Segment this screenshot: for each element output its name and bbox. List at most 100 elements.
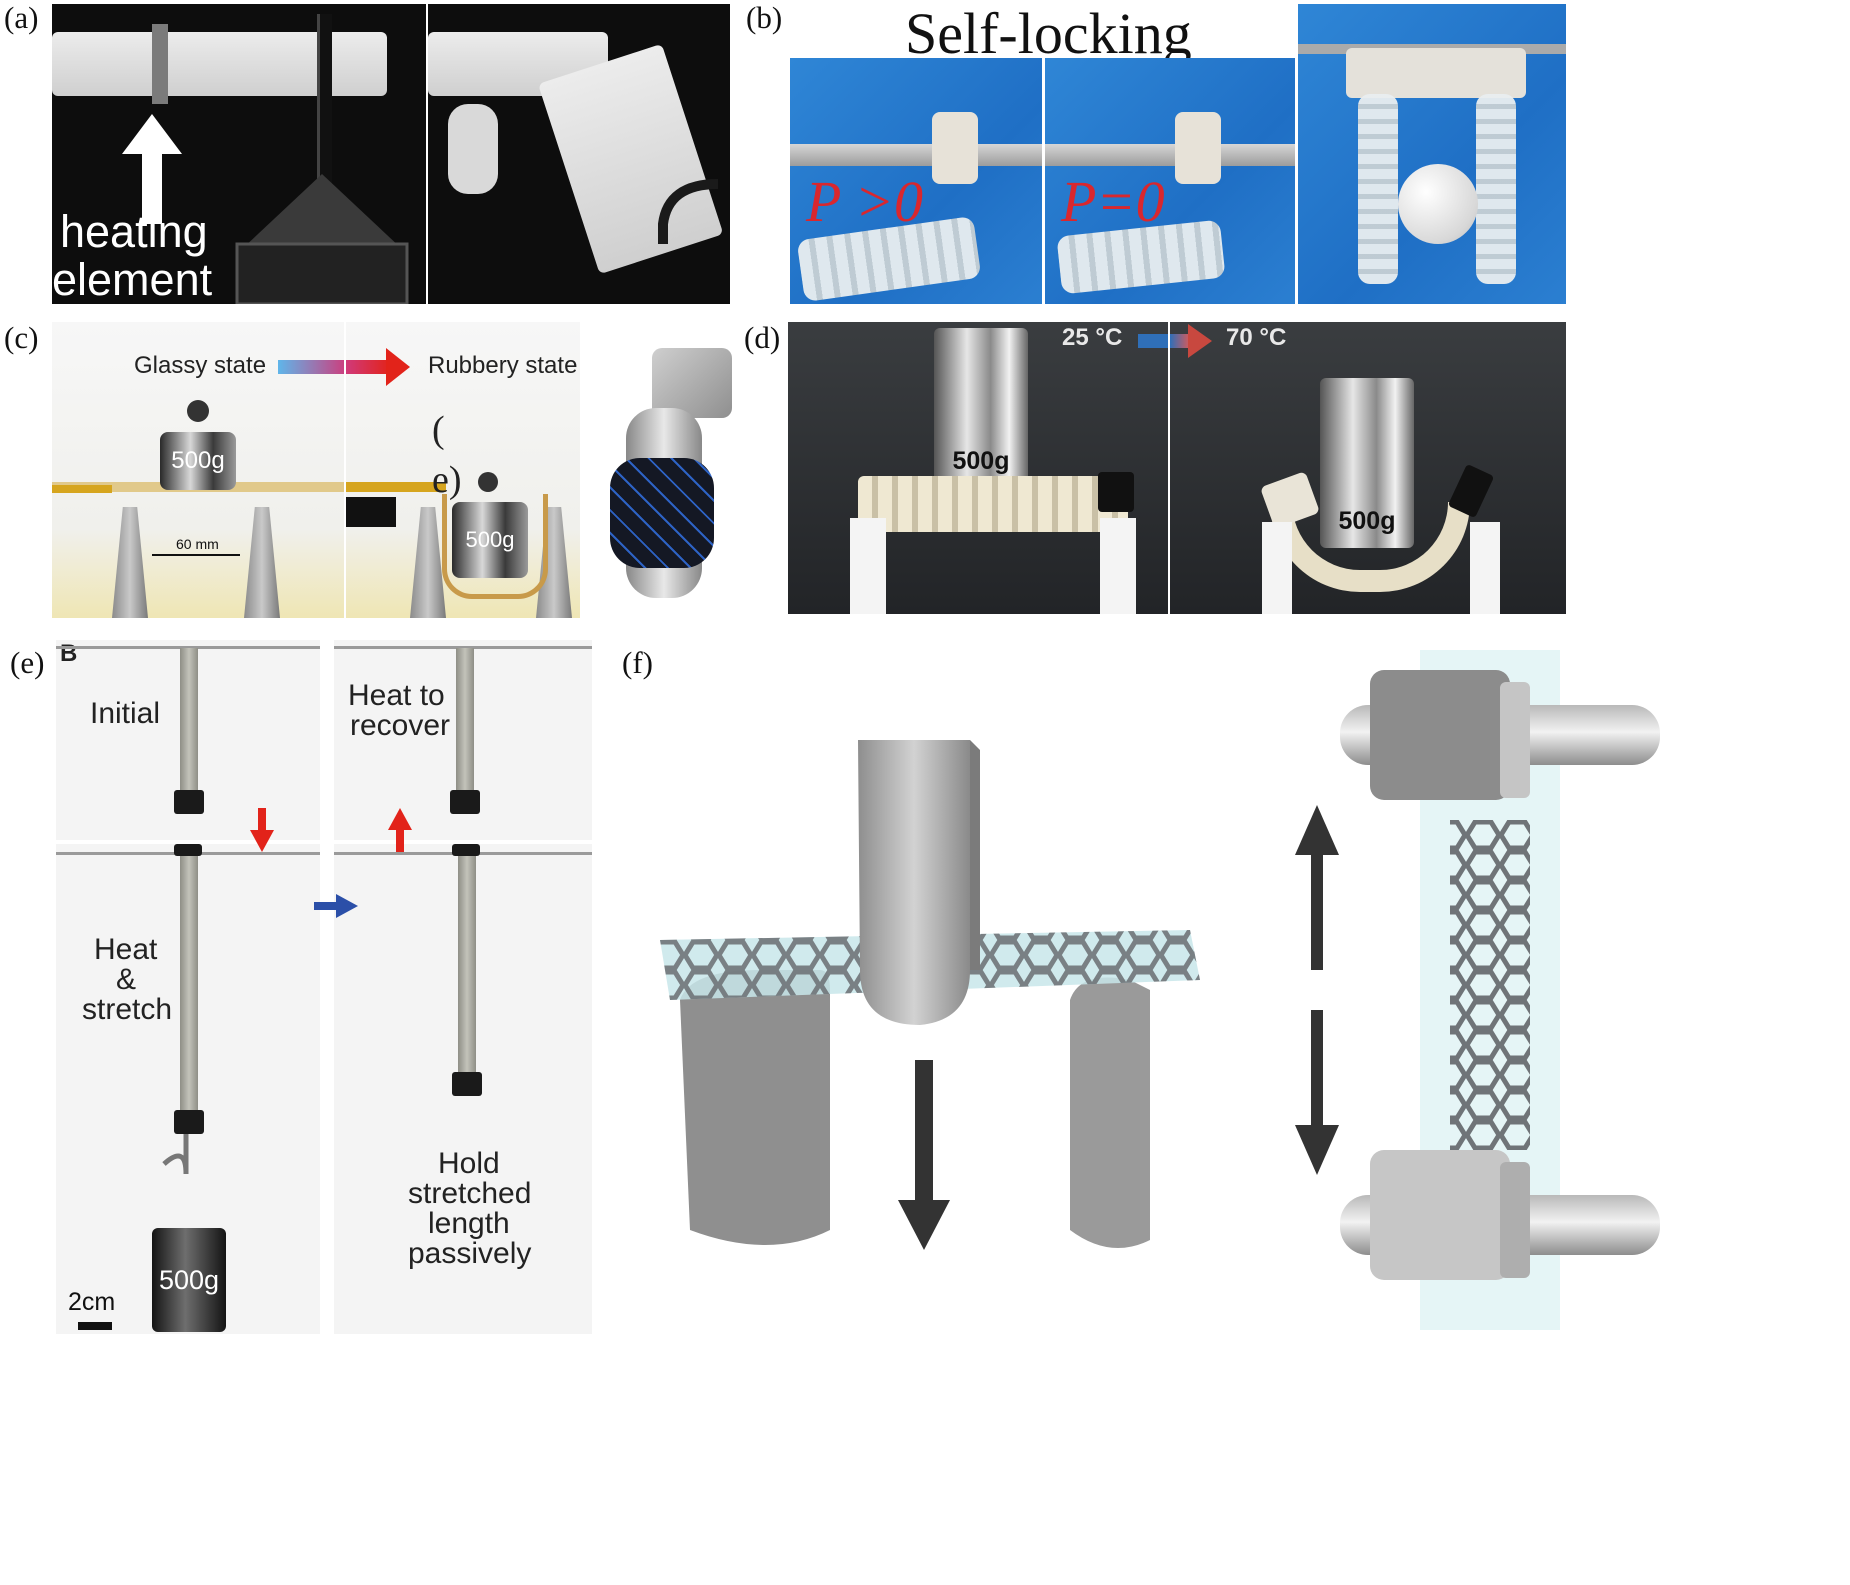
binder-clip [174, 790, 204, 814]
weight-500g: 500g [934, 328, 1028, 488]
hold-label-1: Hold [438, 1147, 500, 1180]
stray-open-paren: ( [432, 409, 445, 451]
support-right [1470, 522, 1500, 614]
arrow-right-icon [386, 348, 410, 386]
heating-label-1: heating [60, 206, 208, 257]
sample-strip-stretched [180, 856, 198, 1116]
support-left [112, 507, 148, 618]
pressure-positive-label: P >0 [806, 169, 924, 234]
arrow-right-blue-icon [314, 894, 358, 918]
panel-label-a: (a) [4, 0, 39, 35]
tube-end [1098, 472, 1134, 512]
arrow-up-icon [122, 114, 182, 224]
panel-e-initial: B Initial [56, 640, 320, 840]
weight-500g: 500g [160, 432, 236, 490]
support-left [1262, 522, 1292, 614]
arrow-down-red-icon [250, 808, 274, 852]
gripper-finger-right [1476, 94, 1516, 284]
hold-label-4: passively [408, 1237, 532, 1270]
mount-rail [1045, 144, 1295, 166]
heat-recover-label-1: Heat to [348, 679, 445, 712]
hold-label-3: length [428, 1207, 510, 1240]
weight-knob [187, 400, 209, 422]
sagged-strip [442, 494, 548, 599]
panel-d-photo-left: 500g 25 °C [788, 322, 1168, 614]
binder-clip [452, 1072, 482, 1096]
gripper-hub [1346, 48, 1526, 98]
binder-clip [450, 790, 480, 814]
weight-label: 500g [952, 447, 1010, 475]
hook-icon [162, 1134, 189, 1175]
hold-label-2: stretched [408, 1177, 532, 1210]
alligator-clip [346, 497, 396, 527]
actuator-base [932, 112, 978, 184]
panel-b-photo-2: P=0 [1045, 58, 1295, 304]
panel-f-illustration [650, 640, 1850, 1340]
panel-c-photo-left: Glassy state 500g 60 mm [52, 322, 344, 618]
temp-arrow-shaft-end [1170, 334, 1190, 348]
support-left [850, 518, 886, 614]
support-left [410, 507, 446, 618]
panel-a-photo-left: heating element [52, 4, 426, 304]
binder-clip [174, 1110, 204, 1134]
bending-and-tension-diagram [660, 650, 1660, 1330]
panel-e-stretch: 500g Heat & stretch 2cm [56, 844, 320, 1334]
wire-clip [346, 482, 446, 492]
stray-e-label: e) [432, 459, 462, 501]
panel-label-d: (d) [744, 320, 781, 355]
span-arrow [152, 554, 240, 556]
mount-rail [790, 144, 1042, 166]
clamp [652, 348, 732, 418]
gripper-finger-left [1358, 94, 1398, 284]
panel-b-photo-3 [1298, 4, 1566, 304]
panel-b-title: Self-locking [905, 1, 1192, 66]
soft-actuator-flat [858, 476, 1128, 532]
heating-label-2: element [52, 254, 213, 304]
foam-beam [52, 32, 387, 96]
pressure-zero-label: P=0 [1061, 169, 1165, 234]
panel-a-photo-right [428, 4, 730, 304]
transition-arrow-shaft-end [346, 360, 390, 374]
foam-piece [448, 104, 498, 194]
panel-c-wrap-photo [596, 348, 732, 606]
transition-arrow-shaft [278, 360, 344, 374]
panel-e-hold: Hold stretched length passively [334, 844, 592, 1334]
sublabel-b: B [60, 640, 78, 667]
sample-strip [180, 648, 198, 798]
panel-label-f: (f) [622, 645, 653, 680]
support-right [1100, 518, 1136, 614]
panel-label-c: (c) [4, 320, 39, 355]
temp-to-label: 70 °C [1226, 324, 1287, 351]
initial-label: Initial [90, 697, 161, 730]
temp-from-label: 25 °C [1062, 324, 1123, 351]
hanging-weight [235, 174, 409, 304]
support-right [244, 507, 280, 618]
panel-b-photo-1: P >0 [790, 58, 1042, 304]
three-point-bend [660, 740, 1200, 1250]
heat-stretch-label-3: stretch [82, 993, 173, 1026]
weight-500g: 500g [452, 502, 528, 578]
sample-strip [456, 648, 474, 798]
rubbery-state-label: Rubbery state [428, 352, 578, 379]
top-rail [334, 646, 592, 649]
scale-bar-label: 2cm [68, 1288, 116, 1316]
arrow-right-icon [1188, 324, 1212, 358]
weight-knob [478, 472, 498, 492]
heat-stretch-label-2: & [116, 963, 137, 996]
top-clamp [452, 844, 480, 856]
panel-d-photo-right: 70 °C 500g [1170, 322, 1566, 614]
hanging-cord [317, 14, 332, 184]
wrapped-sleeve [610, 458, 714, 568]
held-ball [1398, 164, 1478, 244]
top-rail [56, 646, 320, 649]
sample-strip-held [458, 856, 476, 1078]
heat-stretch-label-1: Heat [94, 933, 158, 966]
arrow-up-red-icon [388, 808, 412, 852]
actuator-base [1175, 112, 1221, 184]
scale-bar [78, 1322, 112, 1330]
heat-recover-label-2: recover [350, 709, 451, 742]
panel-c-photo-right: Rubbery state 500g [346, 322, 580, 618]
temp-arrow-shaft [1138, 334, 1168, 348]
weight-500g: 500g [152, 1228, 226, 1332]
span-label: 60 mm [176, 536, 219, 552]
